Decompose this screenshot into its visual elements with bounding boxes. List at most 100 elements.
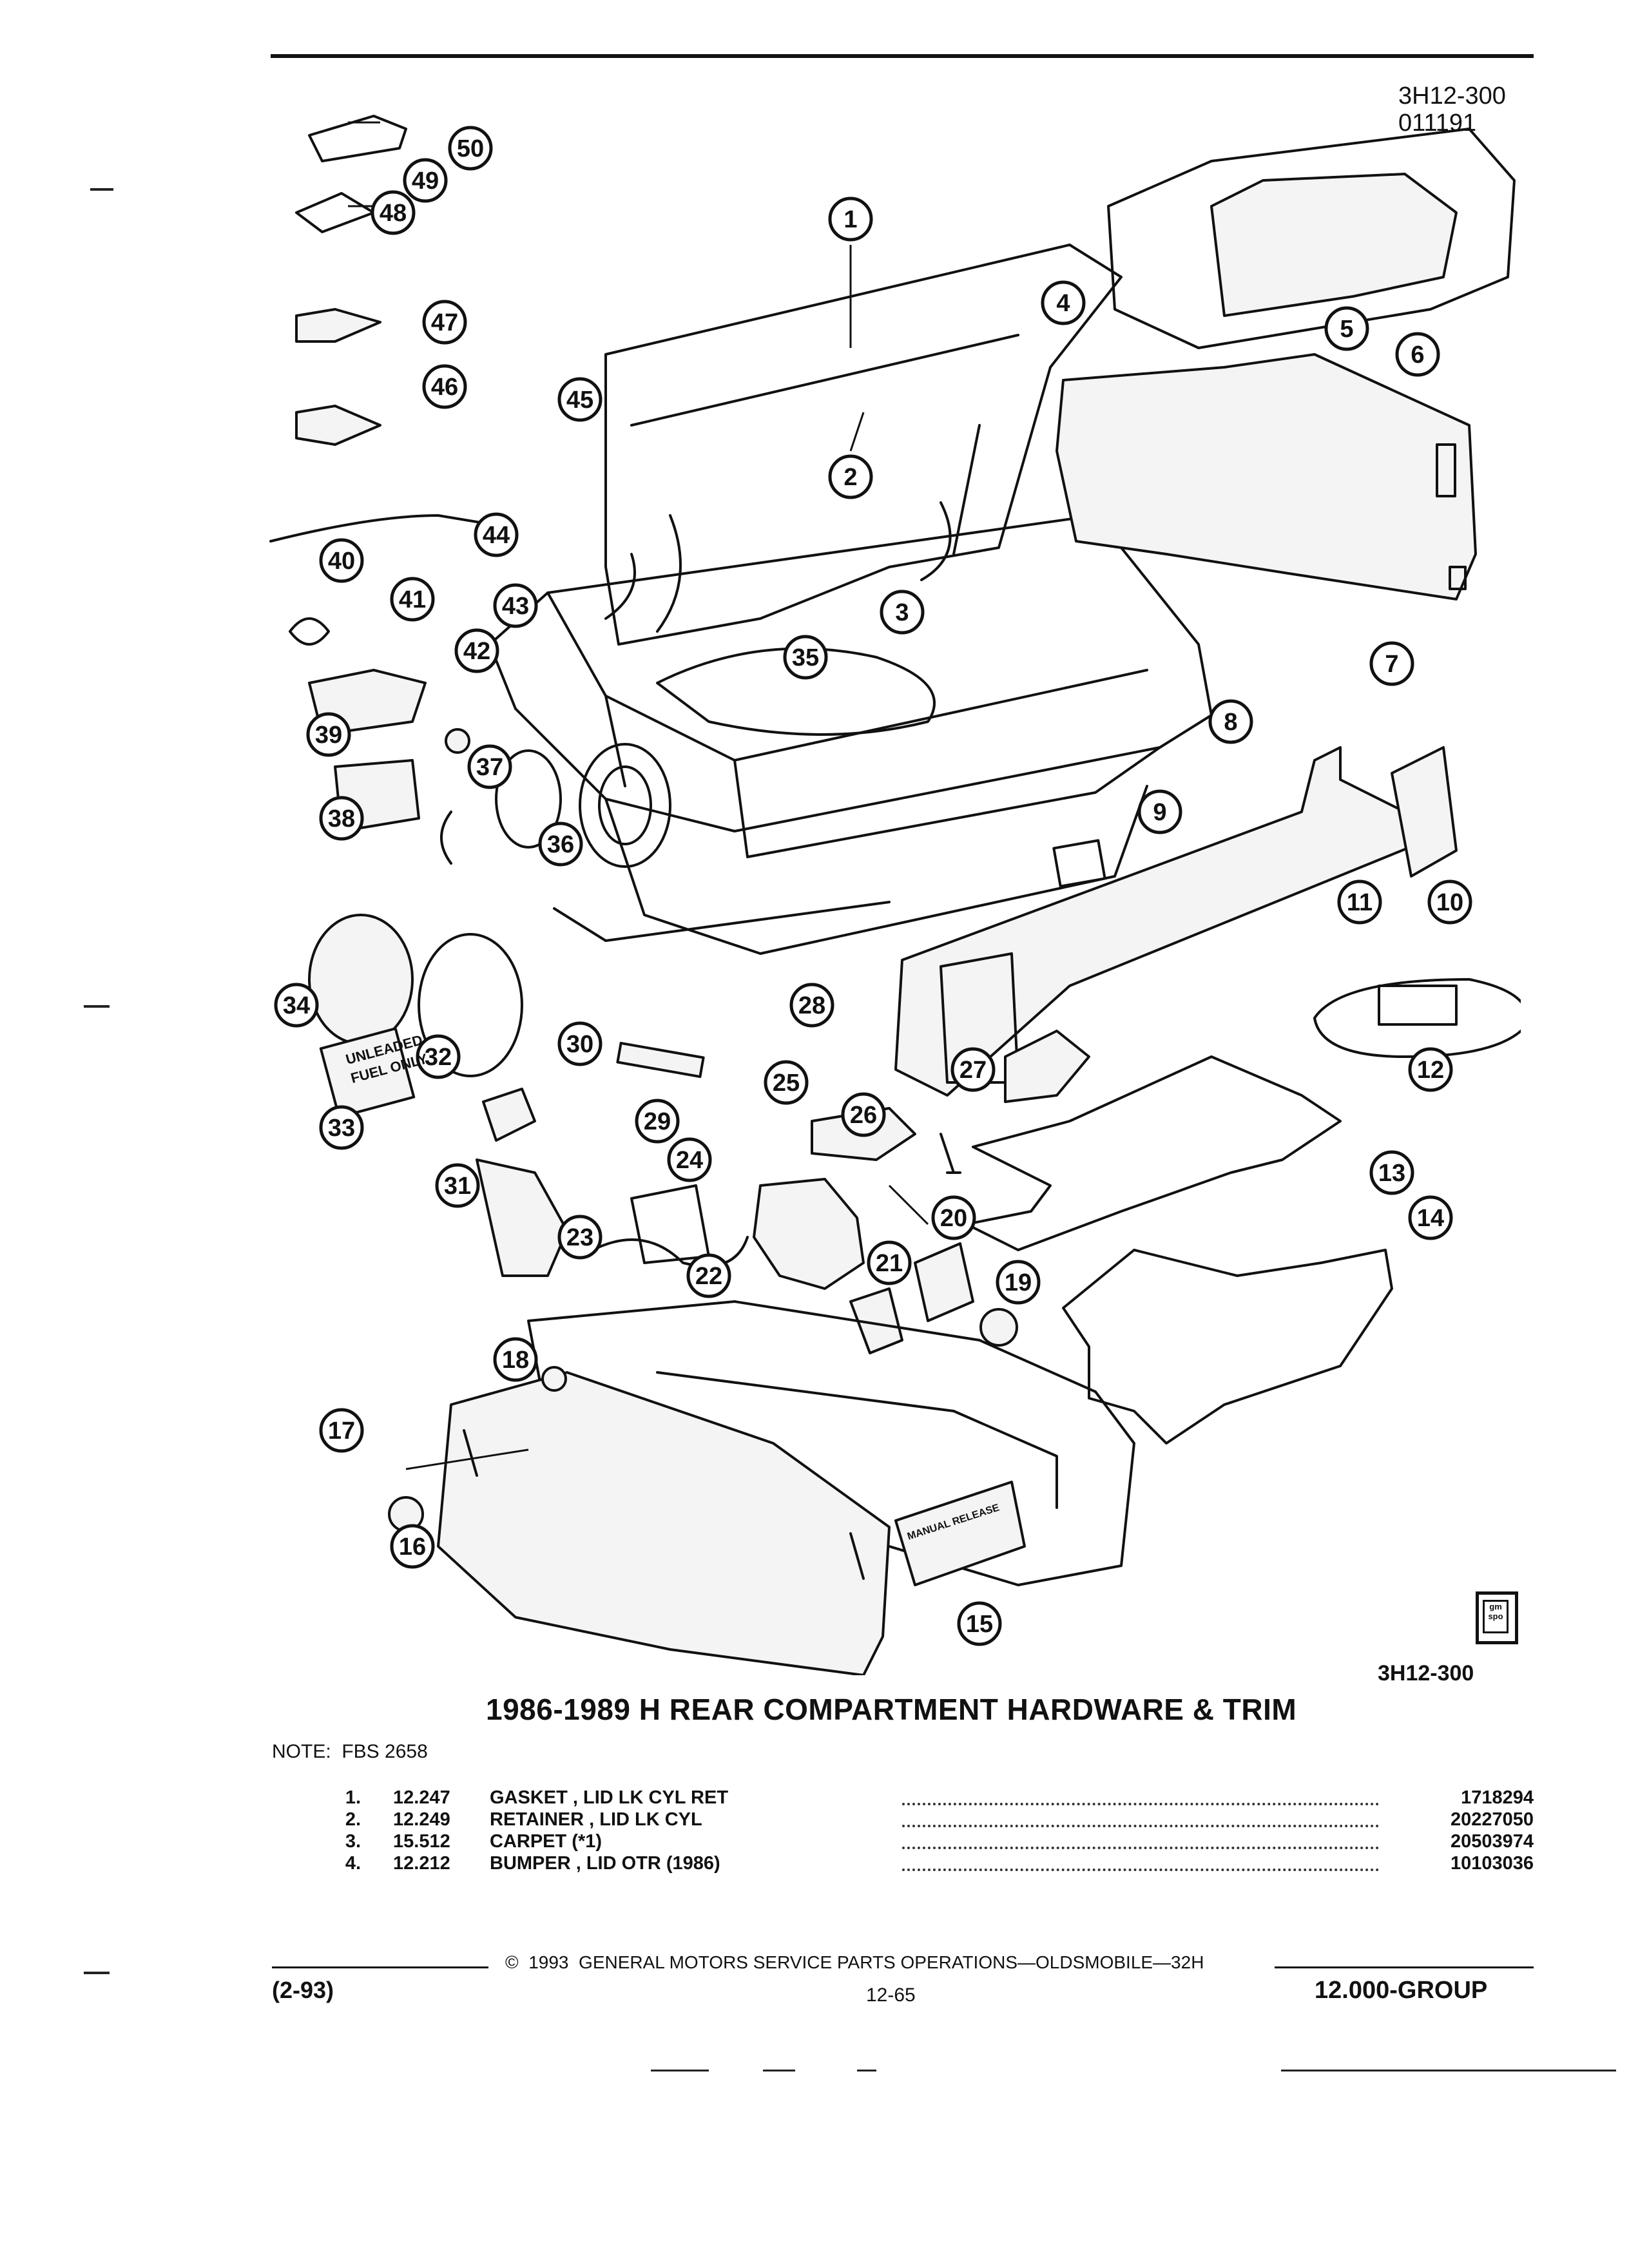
callout-number: 28 <box>798 992 825 1019</box>
callout-circle <box>493 1337 538 1382</box>
scan-mark <box>651 2070 709 2071</box>
exploded-parts-diagram: 1234567891011121314151617181920212223242… <box>269 115 1521 1675</box>
callout-number: 49 <box>412 168 439 195</box>
callout-number: 15 <box>966 1611 993 1638</box>
callout-circle <box>931 1195 976 1240</box>
callout-number: 44 <box>483 522 510 549</box>
leader-dots <box>902 1791 1379 1805</box>
callout-number: 45 <box>566 387 593 414</box>
callout-34: 34 <box>274 983 319 1028</box>
callout-40: 40 <box>319 538 364 583</box>
part-item-number: 2. <box>345 1809 361 1830</box>
callout-number: 4 <box>1056 290 1070 317</box>
callout-number: 14 <box>1417 1205 1444 1232</box>
callout-circle <box>783 635 828 680</box>
part-item-number: 4. <box>345 1853 361 1874</box>
callout-circle <box>390 577 435 622</box>
part-description: CARPET (*1) <box>490 1831 602 1852</box>
callout-12: 12 <box>1408 1047 1453 1092</box>
callout-number: 13 <box>1378 1160 1405 1187</box>
callout-37: 37 <box>467 744 512 789</box>
callout-number: 47 <box>431 309 458 336</box>
callout-20: 20 <box>931 1195 976 1240</box>
callout-circle <box>538 822 583 867</box>
footer-date: (2-93) <box>272 1977 334 2003</box>
diagram-code: 3H12-300 <box>1398 82 1506 110</box>
callout-number: 40 <box>328 548 355 575</box>
callout-number: 9 <box>1153 799 1166 826</box>
callout-circle <box>319 1105 364 1150</box>
callout-1: 1 <box>828 197 873 242</box>
callout-26: 26 <box>841 1092 886 1137</box>
callout-circle <box>274 983 319 1028</box>
callout-number: 23 <box>566 1224 593 1251</box>
callout-circle <box>448 126 493 171</box>
callout-6: 6 <box>1395 332 1440 377</box>
callout-circle <box>1337 879 1382 925</box>
callout-44: 44 <box>474 512 519 557</box>
callout-circle <box>880 590 925 635</box>
trunk-floor-mats <box>965 1055 1393 1445</box>
callout-29: 29 <box>635 1099 680 1144</box>
callout-circle <box>1369 1150 1414 1195</box>
footer-rule-left <box>272 1966 488 1968</box>
callout-circle <box>467 744 512 789</box>
callout-circle <box>635 1099 680 1144</box>
callout-number: 18 <box>502 1347 529 1374</box>
callout-number: 10 <box>1436 889 1463 916</box>
callout-circle <box>789 983 834 1028</box>
part-code: 12.247 <box>393 1787 450 1808</box>
group-label: 12.000-GROUP <box>1315 1977 1488 2004</box>
callout-number: 41 <box>399 586 426 613</box>
callout-16: 16 <box>390 1524 435 1569</box>
callout-11: 11 <box>1337 879 1382 925</box>
callout-circle <box>474 512 519 557</box>
callout-27: 27 <box>950 1047 996 1092</box>
leader-dots <box>902 1857 1379 1871</box>
callout-circle <box>416 1034 461 1079</box>
callout-circle <box>1324 306 1369 351</box>
callout-number: 36 <box>547 831 574 858</box>
scan-mark <box>857 2070 876 2071</box>
part-item-number: 3. <box>345 1831 361 1852</box>
trunk-lid-illustration <box>604 244 1123 646</box>
callout-circle <box>557 1215 602 1260</box>
callout-circle <box>1427 879 1472 925</box>
callout-number: 29 <box>644 1108 671 1135</box>
callout-number: 24 <box>676 1147 703 1174</box>
callout-23: 23 <box>557 1215 602 1260</box>
callout-42: 42 <box>454 628 499 673</box>
callout-24: 24 <box>667 1137 712 1182</box>
part-description: RETAINER , LID LK CYL <box>490 1809 702 1830</box>
callout-circle <box>557 377 602 422</box>
callout-circle <box>828 197 873 242</box>
callouts: 1234567891011121314151617181920212223242… <box>274 126 1472 1646</box>
callout-8: 8 <box>1208 699 1253 744</box>
callout-number: 8 <box>1224 709 1237 736</box>
callout-number: 20 <box>940 1205 967 1232</box>
callout-circle <box>390 1524 435 1569</box>
callout-number: 25 <box>773 1070 800 1097</box>
callout-number: 46 <box>431 374 458 401</box>
callout-number: 7 <box>1385 651 1398 678</box>
callout-number: 17 <box>328 1418 355 1445</box>
margin-mark <box>90 188 113 191</box>
callout-circle <box>686 1253 731 1298</box>
part-description: GASKET , LID LK CYL RET <box>490 1787 729 1808</box>
callout-number: 32 <box>425 1044 452 1071</box>
callout-21: 21 <box>867 1240 912 1285</box>
callout-32: 32 <box>416 1034 461 1079</box>
callout-number: 31 <box>444 1173 471 1200</box>
margin-mark <box>84 1972 110 1974</box>
callout-14: 14 <box>1408 1195 1453 1240</box>
callout-number: 1 <box>843 206 857 233</box>
callout-31: 31 <box>435 1163 480 1208</box>
left-column-small-parts <box>269 115 705 1277</box>
callout-35: 35 <box>783 635 828 680</box>
callout-number: 6 <box>1411 341 1424 369</box>
illustration-code: 3H12-300 <box>1378 1661 1474 1686</box>
top-rule <box>271 54 1534 58</box>
